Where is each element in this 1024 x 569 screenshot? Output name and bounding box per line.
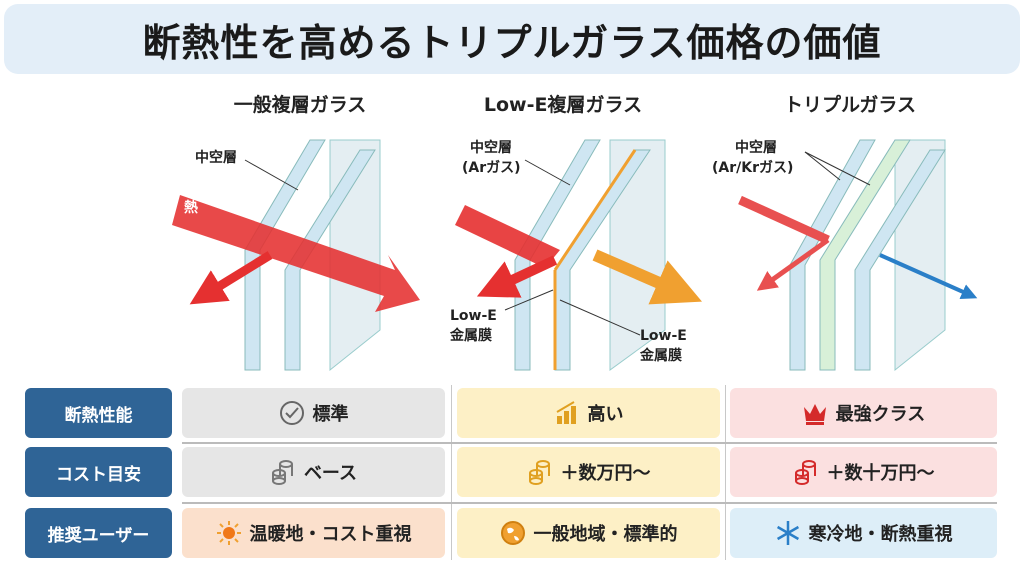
cell-insulation-triple: 最強クラス [730, 388, 997, 438]
cell-user-triple: 寒冷地・断熱重視 [730, 508, 997, 558]
check-circle-icon [279, 401, 304, 425]
lowe-label-2b: 金属膜 [639, 347, 682, 364]
lowe-label-1b: 金属膜 [449, 327, 492, 344]
cell-cost-double: ベース [182, 447, 445, 497]
cavity-label: 中空層 [470, 139, 512, 156]
cell-text: 高い [587, 404, 624, 425]
lowe-glass-diagram: 中空層 (Arガス) Low-E 金属膜 Low-E 金属膜 [449, 139, 703, 371]
cell-insulation-lowe: 高い [457, 388, 720, 438]
cell-text: ＋数万円〜 [560, 463, 651, 484]
cavity-label: 中空層 [735, 139, 777, 156]
column-title-lowe: Low-E複層ガラス [483, 94, 643, 116]
cell-cost-triple: ＋数十万円〜 [730, 447, 997, 497]
lowe-label-2: Low-E [640, 328, 687, 344]
gas-label: (Ar/Krガス) [712, 160, 793, 176]
coins-icon [528, 460, 550, 485]
glass-diagrams: 中空層 熱 中空層 (Arガス) Low-E 金属膜 Low-E 金属膜 中空層… [172, 139, 978, 372]
gas-label: (Arガス) [462, 160, 521, 176]
cell-text: 標準 [312, 404, 349, 425]
row-label-user: 推奨ユーザー [25, 508, 172, 558]
double-glass-diagram: 中空層 熱 [172, 139, 420, 372]
sun-icon [216, 521, 241, 545]
cell-user-double: 温暖地・コスト重視 [182, 508, 445, 558]
cell-text: 最強クラス [835, 404, 926, 425]
cell-user-lowe: 一般地域・標準的 [457, 508, 720, 558]
cell-cost-lowe: ＋数万円〜 [457, 447, 720, 497]
column-title-triple: トリプルガラス [783, 94, 917, 116]
cell-text: 寒冷地・断熱重視 [808, 524, 953, 545]
page-title: 断熱性を高めるトリプルガラス価格の価値 [142, 20, 882, 65]
cell-insulation-double: 標準 [182, 388, 445, 438]
divider [451, 385, 452, 560]
coins-icon [794, 460, 816, 485]
globe-icon [500, 521, 525, 545]
cell-text: 一般地域・標準的 [533, 524, 678, 545]
lowe-label-1: Low-E [450, 308, 497, 324]
cell-text: ベース [303, 463, 358, 484]
row-label-insulation: 断熱性能 [25, 388, 172, 438]
bar-chart-icon [555, 401, 576, 424]
cell-text: ＋数十万円〜 [826, 463, 935, 484]
snowflake-icon [776, 521, 799, 545]
cell-text: 温暖地・コスト重視 [249, 524, 412, 545]
row-label-cost: コスト目安 [25, 447, 172, 497]
coins-icon [271, 460, 293, 485]
divider [182, 502, 997, 504]
triple-glass-diagram: 中空層 (Ar/Krガス) [712, 139, 978, 372]
crown-icon [803, 404, 826, 425]
divider [725, 385, 726, 560]
title-banner: 断熱性を高めるトリプルガラス価格の価値 [4, 4, 1020, 74]
divider [182, 442, 997, 444]
heat-label: 熱 [184, 199, 198, 216]
column-title-double: 一般複層ガラス [233, 94, 367, 116]
cavity-label: 中空層 [195, 149, 237, 166]
